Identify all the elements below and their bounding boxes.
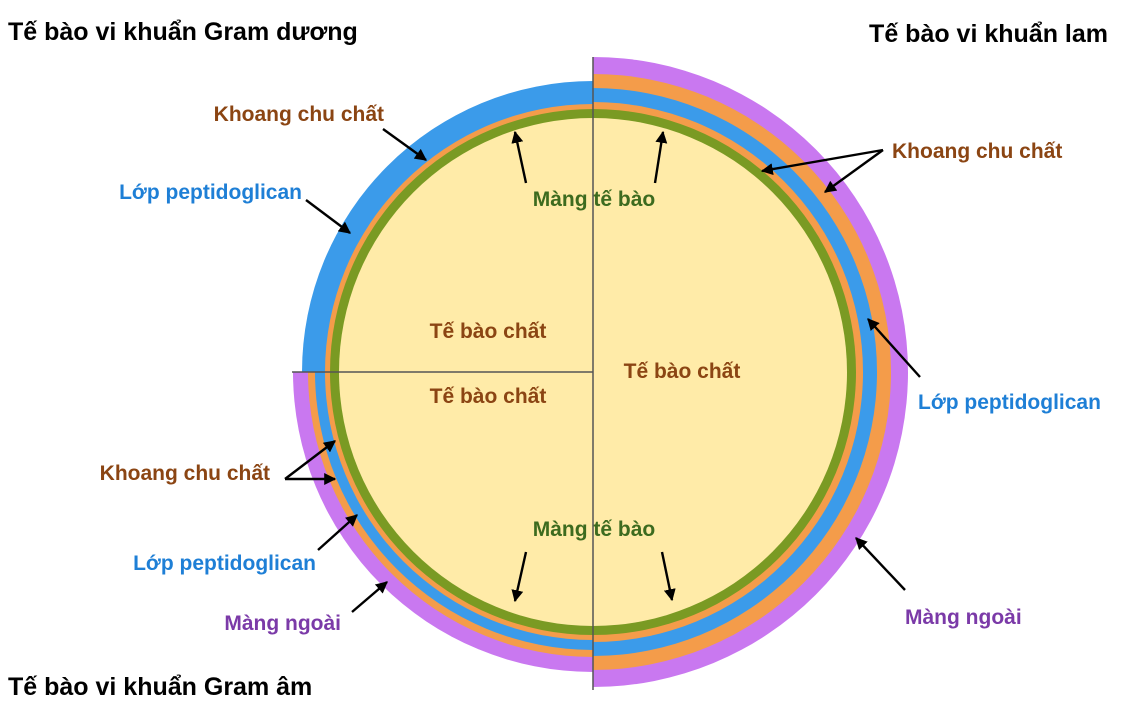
label-cytoplasm-top-left: Tế bào chất	[430, 320, 547, 343]
label-periplasm-top-left: Khoang chu chất	[214, 103, 384, 126]
arrow-outer-membrane-bottom-left	[352, 582, 387, 612]
label-periplasm-bottom-left: Khoang chu chất	[100, 462, 270, 485]
title-gram-negative: Tế bào vi khuẩn Gram âm	[8, 673, 312, 701]
arrow-peptidoglycan-top-left	[306, 200, 350, 233]
label-cytoplasm-right: Tế bào chất	[624, 360, 741, 383]
label-outer-membrane-right: Màng ngoài	[905, 606, 1022, 629]
label-cytoplasm-bottom-left: Tế bào chất	[430, 385, 547, 408]
title-cyanobacteria: Tế bào vi khuẩn lam	[869, 20, 1108, 48]
label-membrane-top: Màng tế bào	[533, 188, 656, 211]
label-membrane-bottom: Màng tế bào	[533, 518, 656, 541]
title-gram-positive: Tế bào vi khuẩn Gram dương	[8, 18, 358, 46]
arrow-outer-membrane-right	[856, 538, 905, 590]
label-peptidoglycan-top-left: Lớp peptidoglican	[119, 181, 302, 204]
label-periplasm-right: Khoang chu chất	[892, 140, 1062, 163]
label-peptidoglycan-bottom-left: Lớp peptidoglican	[133, 552, 316, 575]
label-peptidoglycan-right: Lớp peptidoglican	[918, 391, 1101, 414]
label-outer-membrane-bottom-left: Màng ngoài	[224, 612, 341, 635]
